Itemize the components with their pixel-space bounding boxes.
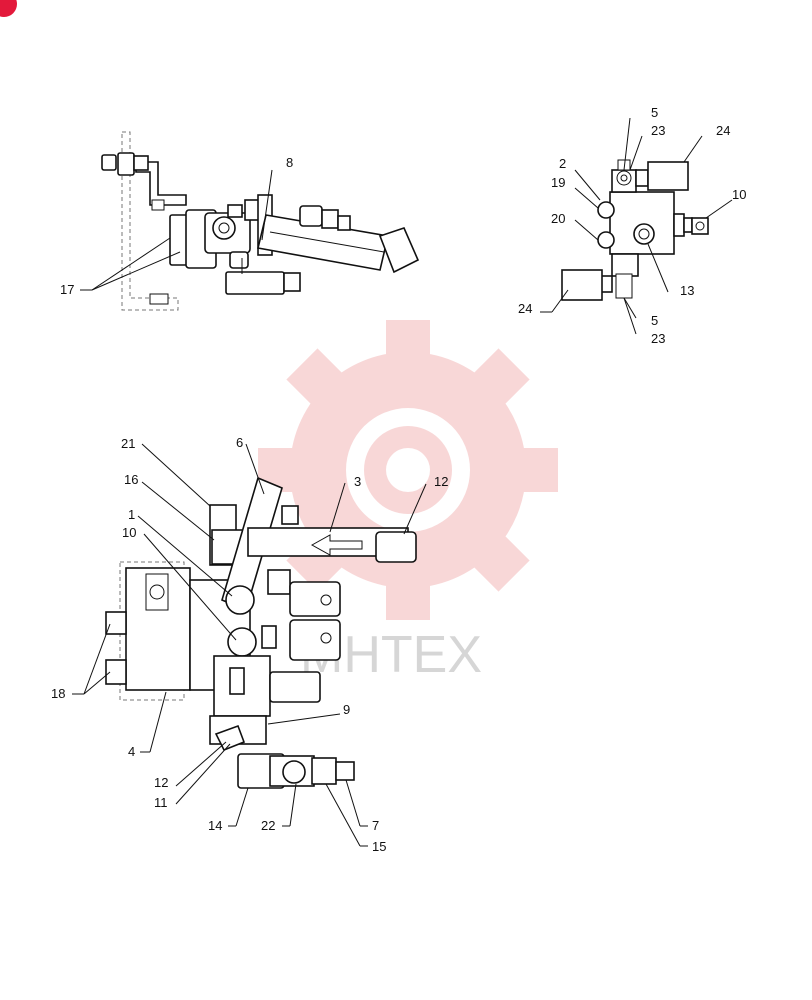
leader-lines xyxy=(72,117,733,847)
callout-4: 4 xyxy=(128,744,135,759)
top-left-view xyxy=(101,131,420,311)
callout-12-bottom: 12 xyxy=(154,775,168,790)
callout-8: 8 xyxy=(286,155,293,170)
callout-23-bottom: 23 xyxy=(651,331,665,346)
callout-7: 7 xyxy=(372,818,379,833)
callout-22: 22 xyxy=(261,818,275,833)
callout-15: 15 xyxy=(372,839,386,854)
callout-24-bottom: 24 xyxy=(518,301,532,316)
main-view xyxy=(105,476,417,789)
watermark-gear xyxy=(258,320,558,620)
callout-5-bottom: 5 xyxy=(651,313,658,328)
callout-2: 2 xyxy=(559,156,566,171)
callout-3: 3 xyxy=(354,474,361,489)
callout-9: 9 xyxy=(343,702,350,717)
callout-labels: 17 8 5 23 24 2 19 10 20 13 24 5 23 21 6 … xyxy=(51,105,746,854)
callout-16: 16 xyxy=(124,472,138,487)
callout-17: 17 xyxy=(60,282,74,297)
callout-24-top: 24 xyxy=(716,123,730,138)
callout-1: 1 xyxy=(128,507,135,522)
callout-14: 14 xyxy=(208,818,222,833)
callout-21: 21 xyxy=(121,436,135,451)
callout-23-top: 23 xyxy=(651,123,665,138)
callout-6: 6 xyxy=(236,435,243,450)
callout-10-top: 10 xyxy=(732,187,746,202)
callout-18: 18 xyxy=(51,686,65,701)
callout-11: 11 xyxy=(154,795,168,810)
callout-13: 13 xyxy=(680,283,694,298)
callout-20: 20 xyxy=(551,211,565,226)
top-right-view xyxy=(561,159,709,301)
corner-badge xyxy=(0,0,17,17)
callout-5-top: 5 xyxy=(651,105,658,120)
callout-12-top: 12 xyxy=(434,474,448,489)
callout-19: 19 xyxy=(551,175,565,190)
callout-10-main: 10 xyxy=(122,525,136,540)
